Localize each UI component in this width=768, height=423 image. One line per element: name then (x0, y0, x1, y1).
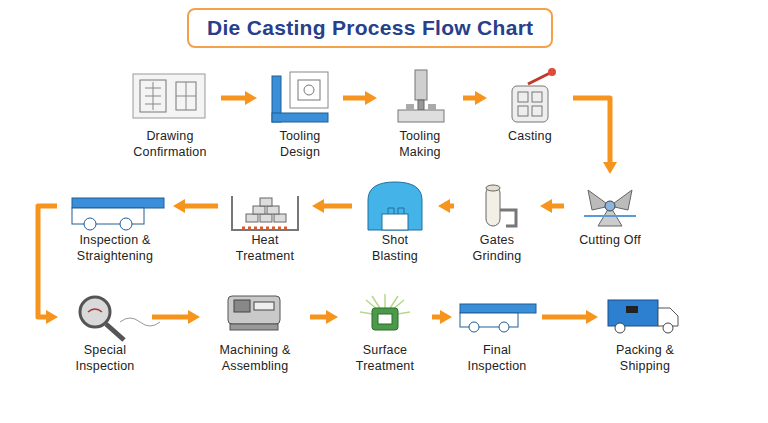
icon-slot (64, 292, 146, 342)
furnace-icon (232, 196, 298, 230)
step-label: Machining & Assembling (206, 342, 304, 375)
flow-arrow (540, 199, 564, 213)
step-label: Heat Treatment (224, 232, 306, 265)
lathe-icon (228, 296, 280, 330)
coating-icon (360, 294, 410, 330)
process-step: Surface Treatment (344, 292, 426, 375)
step-label: Inspection & Straightening (63, 232, 167, 265)
flow-arrow (573, 98, 617, 174)
process-step: Heat Treatment (224, 180, 306, 265)
flow-arrow (312, 199, 352, 213)
step-label: Final Inspection (458, 342, 536, 375)
icon-slot (358, 180, 432, 232)
flow-arrow (343, 91, 377, 105)
step-label: Drawing Confirmation (125, 128, 215, 161)
process-step: Drawing Confirmation (125, 68, 215, 161)
flow-arrow (310, 310, 338, 324)
flow-arrow (221, 91, 257, 105)
process-step: Special Inspection (64, 292, 146, 375)
process-step: Shot Blasting (358, 180, 432, 265)
press-icon (72, 198, 164, 230)
blaster-icon (368, 182, 422, 230)
process-step: Tooling Design (263, 68, 337, 161)
flow-arrow (463, 91, 487, 105)
process-step: Packing & Shipping (604, 292, 686, 375)
process-step: Inspection & Straightening (63, 180, 167, 265)
step-label: Surface Treatment (344, 342, 426, 375)
icon-slot (206, 292, 304, 342)
icon-slot (383, 68, 457, 128)
step-label: Shot Blasting (358, 232, 432, 265)
step-label: Packing & Shipping (604, 342, 686, 375)
step-label: Special Inspection (64, 342, 146, 375)
casting-icon (512, 68, 556, 122)
flow-arrow (542, 310, 598, 324)
icon-slot (63, 180, 167, 232)
step-label: Casting (493, 128, 567, 144)
magnifier-icon (80, 297, 160, 340)
icon-slot (458, 292, 536, 342)
process-step: Machining & Assembling (206, 292, 304, 375)
process-step: Casting (493, 68, 567, 144)
step-label: Tooling Making (383, 128, 457, 161)
process-step: Gates Grinding (460, 180, 534, 265)
press-icon (460, 304, 536, 332)
chart-title: Die Casting Process Flow Chart (207, 16, 533, 40)
flow-arrow (152, 310, 200, 324)
icon-slot (263, 68, 337, 128)
flow-arrow (438, 199, 454, 213)
flow-arrow (173, 199, 218, 213)
icon-slot (460, 180, 534, 232)
icon-slot (224, 180, 306, 232)
drawing-icon (133, 74, 205, 118)
icon-slot (125, 68, 215, 128)
icon-slot (570, 180, 650, 232)
icon-slot (344, 292, 426, 342)
flow-arrow (38, 206, 58, 324)
icon-slot (493, 68, 567, 128)
step-label: Cutting Off (570, 232, 650, 248)
process-step: Final Inspection (458, 292, 536, 375)
truck-icon (608, 300, 678, 333)
step-label: Gates Grinding (460, 232, 534, 265)
saw-icon (584, 190, 636, 226)
step-label: Tooling Design (263, 128, 337, 161)
flow-arrow (432, 310, 452, 324)
process-step: Cutting Off (570, 180, 650, 248)
mill-icon (398, 70, 444, 122)
process-step: Tooling Making (383, 68, 457, 161)
grinder-icon (486, 185, 516, 226)
icon-slot (604, 292, 686, 342)
title-box: Die Casting Process Flow Chart (187, 8, 553, 48)
ruler-icon (272, 72, 328, 122)
